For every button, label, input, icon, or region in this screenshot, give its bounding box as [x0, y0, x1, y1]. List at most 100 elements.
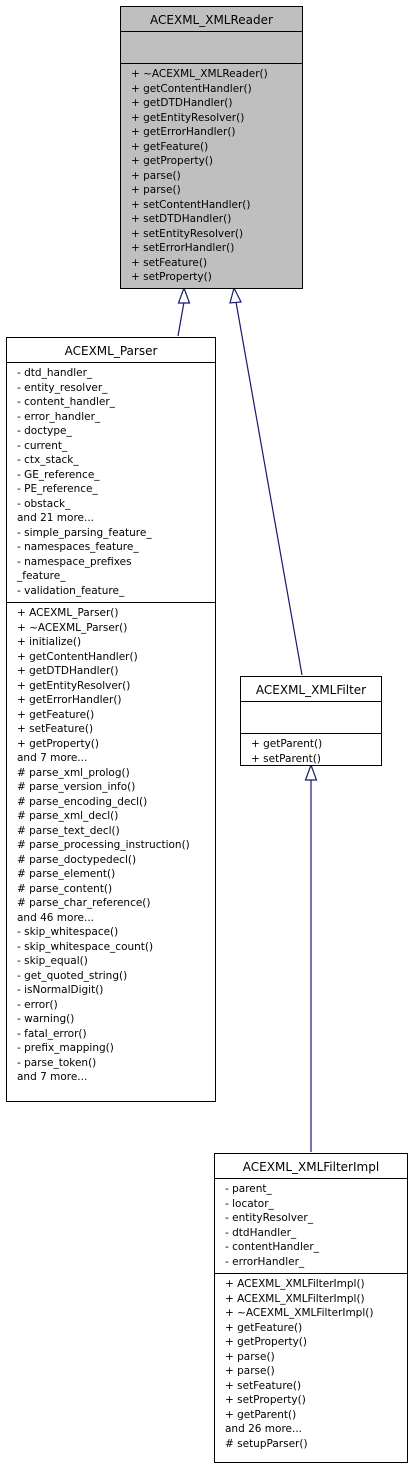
class-attribute: - current_ — [17, 439, 68, 452]
attributes-section — [241, 702, 381, 734]
attributes-section — [121, 32, 302, 64]
methods-section: + getParent() + setParent() — [241, 734, 381, 770]
edge-parser-to-xmlreader — [177, 301, 185, 337]
class-attribute: - obstack_ — [17, 497, 71, 510]
class-method: - fatal_error() — [17, 1027, 87, 1040]
class-method: # setupParser() — [225, 1437, 308, 1450]
attributes-section: - parent_- locator_- entityResolver_- dt… — [215, 1179, 407, 1274]
class-method: + ~ACEXML_XMLReader() — [131, 68, 268, 80]
class-attribute: - ctx_stack_ — [17, 454, 79, 466]
class-method: + setDTDHandler() — [131, 213, 232, 225]
class-method: # parse_text_decl() — [17, 824, 120, 837]
class-name: ACEXML_XMLFilter — [241, 677, 381, 702]
class-method: and 7 more... — [17, 1071, 88, 1083]
class-name: ACEXML_XMLFilterImpl — [215, 1154, 407, 1179]
arrowhead-xmlfilterimpl-xmlfilter — [304, 763, 318, 781]
class-method: - warning() — [17, 1013, 75, 1025]
class-method: + parse() — [225, 1350, 275, 1363]
class-xmlfilterimpl[interactable]: ACEXML_XMLFilterImpl - parent_ - locator_… — [214, 1153, 408, 1463]
class-method: # parse_xml_prolog() — [17, 766, 130, 779]
class-xmlfilter[interactable]: ACEXML_XMLFilter + getParent() + setParen… — [240, 676, 382, 766]
class-method: and 7 more... — [17, 752, 88, 764]
class-method: + setEntityResolver() — [131, 227, 244, 240]
class-name: ACEXML_XMLReader — [121, 7, 302, 32]
class-method: + ACEXML_Parser() — [17, 607, 119, 619]
class-attribute: - entityResolver_ — [225, 1212, 313, 1224]
arrowhead-parser-xmlreader — [177, 286, 191, 304]
class-method: # parse_version_info() — [17, 781, 136, 793]
class-method: # parse_processing_instruction() — [17, 839, 190, 851]
class-attribute: - namespace_prefixes — [17, 555, 132, 568]
class-method: + setContentHandler() — [131, 198, 251, 211]
methods-section: + ~ACEXML_XMLReader() + getContentHandler… — [121, 64, 302, 289]
methods-section: + ACEXML_XMLFilterImpl()+ ACEXML_XMLFilt… — [215, 1274, 407, 1455]
class-attribute: - parent_ — [225, 1183, 272, 1195]
class-xmlreader[interactable]: ACEXML_XMLReader + ~ACEXML_XMLReader()+ … — [120, 6, 303, 289]
class-attribute: - entity_resolver_ — [17, 381, 108, 394]
class-method: + parse() — [131, 184, 181, 196]
class-method: + getFeature() — [225, 1321, 303, 1334]
class-method: + getContentHandler() — [17, 650, 138, 663]
class-method: - error() — [17, 998, 58, 1011]
class-method: - skip_equal() — [17, 955, 88, 967]
class-method: + setProperty() — [225, 1394, 306, 1406]
class-name: ACEXML_Parser — [7, 338, 215, 363]
class-method: + getProperty() — [17, 737, 100, 750]
class-method: + getDTDHandler() — [131, 97, 233, 109]
class-method: # parse_char_reference() — [17, 897, 151, 909]
class-method: + setErrorHandler() — [131, 242, 235, 254]
class-method: + setFeature() — [17, 723, 94, 735]
class-method: - isNormalDigit() — [17, 984, 104, 996]
class-attribute: - errorHandler_ — [225, 1255, 305, 1268]
class-method: - skip_whitespace_count() — [17, 940, 154, 953]
class-method: + ACEXML_XMLFilterImpl() — [225, 1292, 365, 1305]
attributes-section: - dtd_handler_ - entity_resolver_ - conten… — [7, 363, 215, 603]
class-method: + setFeature() — [131, 256, 208, 269]
edge-xmlfilter-to-xmlreader — [235, 301, 303, 676]
class-method: - parse_token() — [17, 1056, 97, 1069]
class-method: # parse_xml_decl() — [17, 810, 119, 822]
class-method: - prefix_mapping() — [17, 1042, 114, 1054]
class-method: + getParent() — [251, 738, 323, 750]
attributes-list: - parent_- locator_- entityResolver_- dt… — [215, 1182, 407, 1269]
class-method: + getErrorHandler() — [17, 694, 122, 706]
class-method: + getProperty() — [225, 1336, 308, 1348]
class-method: and 26 more... — [225, 1423, 303, 1435]
class-method: + getEntityResolver() — [131, 111, 245, 124]
class-method: + getErrorHandler() — [131, 126, 236, 138]
class-attribute: - doctype_ — [17, 425, 72, 437]
class-method: + getContentHandler() — [131, 82, 252, 95]
methods-list: + ACEXML_XMLFilterImpl()+ ACEXML_XMLFilt… — [215, 1277, 407, 1451]
class-method: # parse_encoding_decl() — [17, 795, 148, 808]
class-method: + getProperty() — [131, 155, 214, 167]
class-attribute: and 21 more... — [17, 512, 95, 524]
class-method: + getFeature() — [17, 708, 95, 721]
class-method: + setProperty() — [131, 271, 212, 283]
methods-list: + ACEXML_Parser() + ~ACEXML_Parser() + ini… — [7, 606, 215, 1085]
class-method: # parse_element() — [17, 868, 116, 880]
class-method: + getParent() — [225, 1408, 297, 1421]
class-method: + getEntityResolver() — [17, 679, 131, 692]
attributes-list: - dtd_handler_ - entity_resolver_ - conten… — [7, 366, 215, 598]
class-method: + initialize() — [17, 636, 82, 648]
methods-list: + ~ACEXML_XMLReader() + getContentHandler… — [121, 67, 302, 285]
class-method: + setParent() — [251, 752, 321, 765]
class-parser[interactable]: ACEXML_Parser - dtd_handler_ - entity_res… — [6, 337, 216, 1102]
class-method: + parse() — [131, 169, 181, 182]
methods-list: + getParent() + setParent() — [241, 737, 381, 766]
class-method: # parse_content() — [17, 882, 113, 895]
class-method: - skip_whitespace() — [17, 926, 119, 938]
class-attribute: - locator_ — [225, 1197, 274, 1210]
class-attribute: - simple_parsing_feature_ — [17, 526, 152, 539]
class-method: # parse_doctypedecl() — [17, 853, 137, 866]
class-attribute: - content_handler_ — [17, 396, 115, 408]
class-attribute: - namespaces_feature_ — [17, 541, 139, 553]
class-method: + getDTDHandler() — [17, 665, 119, 677]
class-method: + getFeature() — [131, 140, 209, 153]
class-method: + parse() — [225, 1365, 275, 1377]
class-method: + ~ACEXML_Parser() — [17, 621, 128, 634]
class-attribute: - dtd_handler_ — [17, 367, 93, 379]
arrowhead-xmlfilter-xmlreader — [229, 286, 242, 304]
methods-section: + ACEXML_Parser() + ~ACEXML_Parser() + ini… — [7, 603, 215, 1089]
